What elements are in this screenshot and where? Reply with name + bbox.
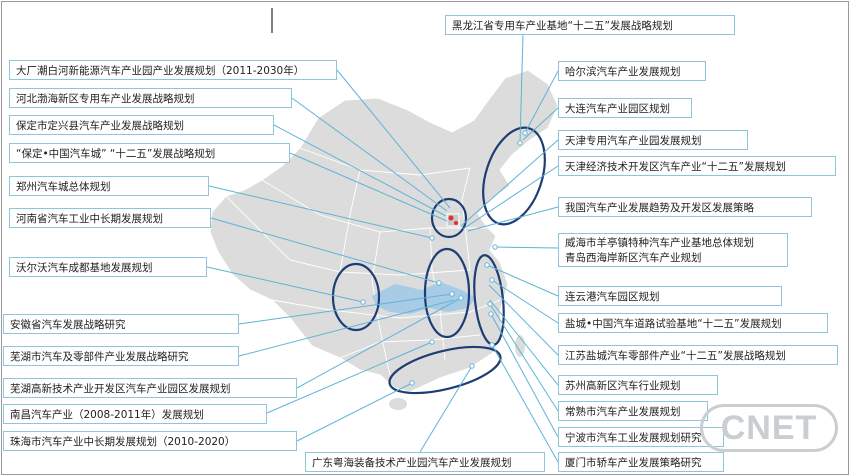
label-nanchang: 南昌汽车产业（2008-2011年）发展规划	[3, 404, 267, 424]
label-tianjin-special: 天津专用汽车产业园发展规划	[558, 130, 748, 150]
label-weihai-qingdao: 威海市羊亭镇特种汽车产业基地总体规划 青岛西海岸新区汽车产业规划	[558, 233, 788, 267]
ellipse-south	[388, 345, 502, 395]
label-dachang: 大厂潮白河新能源汽车产业园产业发展规划（2011-2030年）	[9, 60, 337, 80]
label-weihai: 威海市羊亭镇特种汽车产业基地总体规划	[565, 237, 754, 249]
label-harbin: 哈尔滨汽车产业发展规划	[558, 61, 706, 81]
label-qingdao: 青岛西海岸新区汽车产业规划	[565, 252, 702, 264]
label-zhuhai: 珠海市汽车产业中长期发展规划（2010-2020）	[3, 431, 297, 451]
label-volvo: 沃尔沃汽车成都基地发展规划	[9, 257, 207, 277]
label-heilongjiang: 黑龙江省专用车产业基地“十二五”发展战略规划	[445, 15, 735, 35]
label-xiamen: 厦门市轿车产业发展策略研究	[558, 452, 724, 472]
label-baoding-city: “保定•中国汽车城” “十二五”发展战略规划	[9, 143, 290, 163]
label-national: 我国汽车产业发展趋势及开发区发展策略	[558, 197, 812, 217]
ellipse-northeast	[482, 126, 546, 226]
label-baoding-dingxing: 保定市定兴县汽车产业发展战略规划	[9, 115, 274, 135]
ellipse-southwest	[331, 262, 381, 332]
ellipse-beijing-tianjin	[430, 197, 468, 239]
label-zhengzhou: 郑州汽车城总体规划	[9, 176, 209, 196]
label-anhui: 安徽省汽车发展战略研究	[3, 314, 239, 334]
label-henan: 河南省汽车工业中长期发展规划	[9, 208, 211, 228]
label-yancheng-test: 盐城•中国汽车道路试验基地“十二五”发展规划	[558, 313, 828, 333]
connector-lines	[206, 33, 559, 463]
ellipse-central	[423, 247, 471, 339]
endpoint-dots	[360, 130, 528, 386]
cnet-watermark-logo: CNET	[700, 404, 838, 452]
label-changshu: 常熟市汽车产业发展规划	[558, 401, 708, 421]
label-lianyungang: 连云港汽车园区规划	[558, 286, 782, 306]
label-jiangsu-yancheng: 江苏盐城汽车零部件产业“十二五”发展战略规划	[558, 345, 838, 365]
label-dalian: 大连汽车产业园区规划	[558, 98, 692, 118]
hainan-island	[389, 398, 407, 410]
label-hebei-bohai: 河北渤海新区专用车产业发展战略规划	[9, 88, 292, 108]
beijing-marker	[446, 213, 460, 227]
label-wuhu-parts: 芜湖市汽车及零部件产业发展战略研究	[3, 346, 239, 366]
label-guangdong: 广东粤海装备技术产业园汽车产业发展规划	[305, 452, 545, 472]
label-tianjin-econ: 天津经济技术开发区汽车产业“十二五”发展规划	[558, 156, 836, 176]
label-suzhou: 苏州高新区汽车行业规划	[558, 375, 718, 395]
label-ningbo: 宁波市汽车工业发展规划研究	[558, 427, 724, 447]
label-wuhu-hitech: 芜湖高新技术产业开发区汽车产业园区发展规划	[3, 378, 297, 398]
